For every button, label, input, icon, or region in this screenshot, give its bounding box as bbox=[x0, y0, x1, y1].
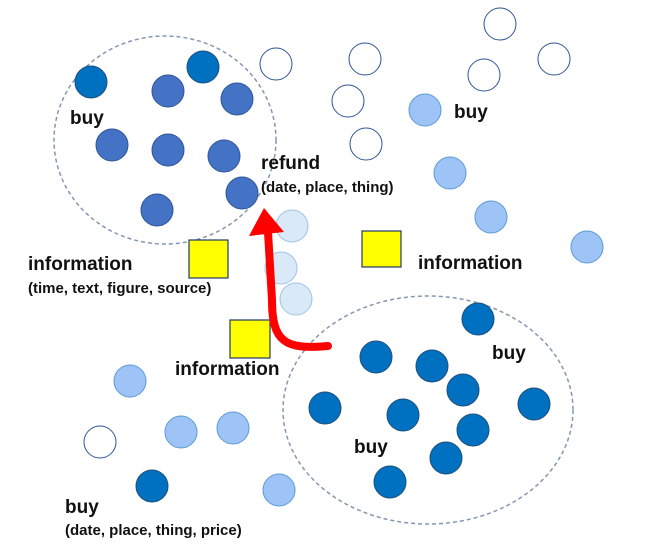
cluster-outline-top-left bbox=[53, 35, 277, 245]
label-buy-cluster-bottom: buy bbox=[354, 437, 388, 458]
information-squares bbox=[188, 230, 402, 359]
circle-deep bbox=[359, 340, 393, 374]
label-info-middle-title: information bbox=[175, 359, 280, 380]
circle-white bbox=[537, 42, 571, 76]
circle-light bbox=[164, 415, 198, 449]
circle-white bbox=[331, 84, 365, 118]
info-square-left bbox=[188, 239, 229, 279]
circle-deep bbox=[461, 302, 495, 336]
circle-light bbox=[113, 364, 147, 398]
info-square-middle bbox=[229, 319, 271, 359]
circle-white bbox=[259, 47, 293, 81]
circle-pale bbox=[279, 282, 313, 316]
circle-white bbox=[349, 127, 383, 161]
circle-light bbox=[216, 411, 250, 445]
label-buy-top-right: buy bbox=[454, 102, 488, 123]
circle-deep bbox=[308, 391, 342, 425]
label-buy-bottom-left-detail: (date, place, thing, price) bbox=[65, 522, 242, 539]
circle-white bbox=[348, 42, 382, 76]
circle-dark bbox=[220, 82, 254, 116]
circle-white bbox=[83, 425, 117, 459]
circle-dark bbox=[140, 193, 174, 227]
circle-deep bbox=[446, 373, 480, 407]
info-square-right bbox=[361, 230, 402, 268]
circle-dark bbox=[74, 65, 108, 99]
circle-deep bbox=[456, 413, 490, 447]
label-info-left-detail: (time, text, figure, source) bbox=[28, 280, 211, 297]
circle-light bbox=[433, 156, 467, 190]
circle-dark bbox=[207, 139, 241, 173]
label-buy-top-left: buy bbox=[70, 108, 104, 129]
circle-white bbox=[467, 58, 501, 92]
circle-white bbox=[483, 7, 517, 41]
circle-light bbox=[408, 93, 442, 127]
label-info-left-title: information bbox=[28, 254, 133, 275]
circle-deep bbox=[386, 398, 420, 432]
arrow-head bbox=[249, 208, 284, 236]
cluster-outline-bottom-right bbox=[282, 295, 574, 525]
circle-deep bbox=[517, 387, 551, 421]
refund-path-arrow bbox=[264, 228, 332, 351]
circle-deep bbox=[373, 465, 407, 499]
circle-dark bbox=[186, 50, 220, 84]
white-circles bbox=[83, 7, 571, 459]
cluster-bottom-right-circles bbox=[135, 302, 551, 503]
light-blue-circles bbox=[113, 93, 604, 507]
circle-deep bbox=[415, 349, 449, 383]
circle-dark bbox=[151, 133, 185, 167]
circle-pale bbox=[275, 209, 309, 243]
circle-dark bbox=[95, 128, 129, 162]
label-refund-detail: (date, place, thing) bbox=[261, 179, 394, 196]
label-buy-bottom-left-title: buy bbox=[65, 497, 99, 518]
circle-light bbox=[570, 230, 604, 264]
circle-refund bbox=[225, 176, 259, 210]
circle-deep bbox=[135, 469, 169, 503]
label-refund-title: refund bbox=[261, 153, 320, 174]
cluster-top-left-circles bbox=[74, 50, 259, 227]
circle-deep bbox=[429, 441, 463, 475]
circle-light bbox=[474, 200, 508, 234]
circle-light bbox=[262, 473, 296, 507]
circle-dark bbox=[151, 74, 185, 108]
label-buy-cluster-right: buy bbox=[492, 343, 526, 364]
label-info-right-title: information bbox=[418, 253, 523, 274]
